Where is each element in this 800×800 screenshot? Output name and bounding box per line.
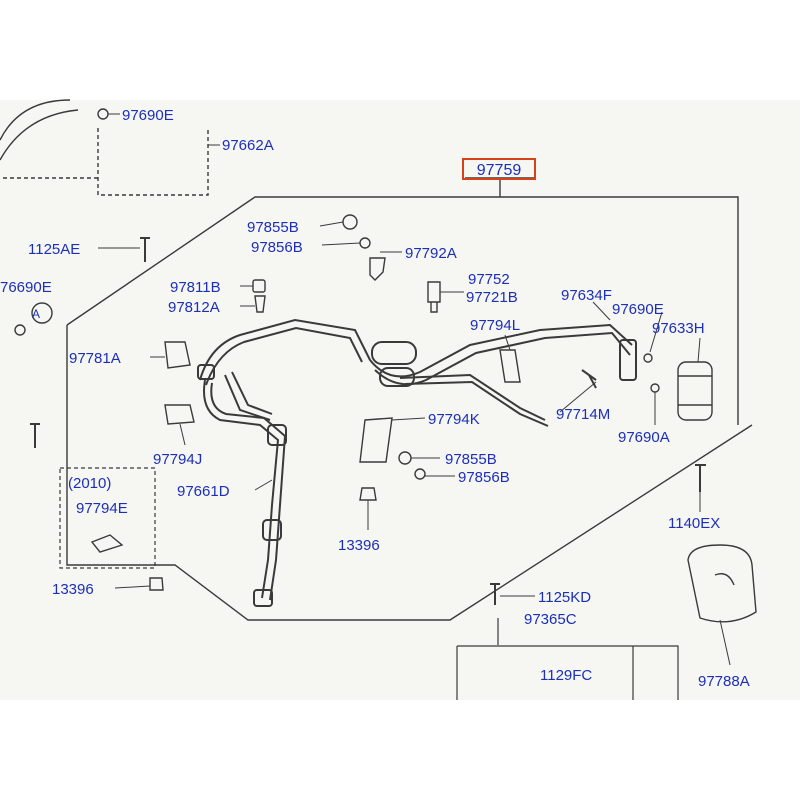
clip-97794e [90,534,124,553]
boundary-top [66,196,739,425]
hose-fitting-upper [267,424,287,446]
label-97633h[interactable]: 97633H [652,320,705,337]
bolt-left [30,423,40,448]
branch-tube-inner [231,371,273,415]
label-97690a[interactable]: 97690A [618,429,670,446]
o-ring-97690e-right [643,353,653,363]
nut-97855b-bot [398,451,412,465]
label-97781a[interactable]: 97781A [69,350,121,367]
o-ring-97690a [650,383,660,393]
cover-97788a [687,544,757,623]
label-97365c[interactable]: 97365C [524,611,577,628]
suction-pipe-upper-inner [205,326,363,386]
leader-lines [98,113,731,666]
valve-97812a [254,295,266,313]
label-1129fc[interactable]: 1129FC [540,667,592,684]
label-97855b-bot[interactable]: 97855B [445,451,497,468]
washer-97856b-bot [414,468,426,480]
label-97794k[interactable]: 97794K [428,411,480,428]
view-circle-a [31,302,53,324]
highlight-label[interactable]: 97759 [477,162,522,179]
label-1125ae[interactable]: 1125AE [28,241,80,258]
label-97812a[interactable]: 97812A [168,299,220,316]
inset-2010 [59,467,156,569]
o-ring-left [14,324,26,336]
bolt-1125ae [140,237,150,262]
receiver-fitting [619,339,637,381]
nut-97855b-top [342,214,358,230]
label-97752[interactable]: 97752 [468,271,510,288]
label-97721b[interactable]: 97721B [466,289,518,306]
pipe-assembly [197,318,637,607]
insets [59,467,679,700]
bolt-1140ex [695,464,706,492]
o-ring-97690e-top [97,108,109,120]
label-13396-mid[interactable]: 13396 [338,537,380,554]
suction-pipe-mid [369,323,633,378]
switch-97752 [427,281,441,313]
inset-97365c [456,645,679,700]
hose-fitting-end [253,589,273,607]
upper-hose-fragment-inner [0,109,79,161]
label-97714m[interactable]: 97714M [556,406,610,423]
label-97690e-right[interactable]: 97690E [612,301,664,318]
liquid-line-inner [404,380,549,427]
washer-97856b-top [359,237,371,249]
label-97856b-bot[interactable]: 97856B [458,469,510,486]
compressor-fitting [197,364,215,380]
paper-background [0,100,800,700]
highlight-box [462,158,536,180]
label-2010: (2010) [68,475,111,492]
cap-97811b [252,279,266,293]
muffler-body [371,341,417,365]
components [14,108,757,623]
label-97794l[interactable]: 97794L [470,317,520,334]
label-97855b-top[interactable]: 97855B [247,219,299,236]
label-97788a[interactable]: 97788A [698,673,750,690]
liquid-line [399,373,546,421]
cover-detail [714,573,735,586]
nut-13396-left [149,577,164,591]
discharge-hose [203,379,280,599]
suction-pipe-upper [199,318,371,381]
bolt-1125kd [490,583,500,605]
clip-97794j [164,404,195,425]
circle-a-label: A [32,307,40,321]
label-97634f[interactable]: 97634F [561,287,612,304]
part-labels: 97690E 97662A 97855B 97856B 97792A 1125A… [0,107,750,690]
upper-hose-fragment [0,99,71,141]
bracket-97792a [369,257,386,281]
label-97690e-top[interactable]: 97690E [122,107,174,124]
label-97662a[interactable]: 97662A [222,137,274,154]
label-97792a[interactable]: 97792A [405,245,457,262]
bracket-outline [97,128,209,196]
branch-tube [224,374,271,421]
discharge-hose-inner [210,382,287,601]
receiver-drier-bands [678,375,712,406]
clip-97794l [499,349,521,383]
receiver-drier-97633h [677,361,713,421]
label-97794e[interactable]: 97794E [76,500,128,517]
label-97794j[interactable]: 97794J [153,451,202,468]
label-76690e[interactable]: 76690E [0,279,52,296]
label-97856b-top[interactable]: 97856B [251,239,303,256]
label-1125kd[interactable]: 1125KD [538,589,591,606]
outline-fragments [0,99,209,196]
label-1140ex[interactable]: 1140EX [668,515,720,532]
bolt-97714m [581,369,597,389]
bracket-97781a [164,341,191,369]
label-97661d[interactable]: 97661D [177,483,230,500]
boundary-bottom [66,325,753,621]
hose-fitting-mid [262,519,282,541]
label-97811b[interactable]: 97811B [170,279,221,296]
bracket-97794k [359,417,393,463]
muffler-body-lower [379,367,415,387]
label-13396-left[interactable]: 13396 [52,581,94,598]
nut-13396-mid [359,487,377,501]
